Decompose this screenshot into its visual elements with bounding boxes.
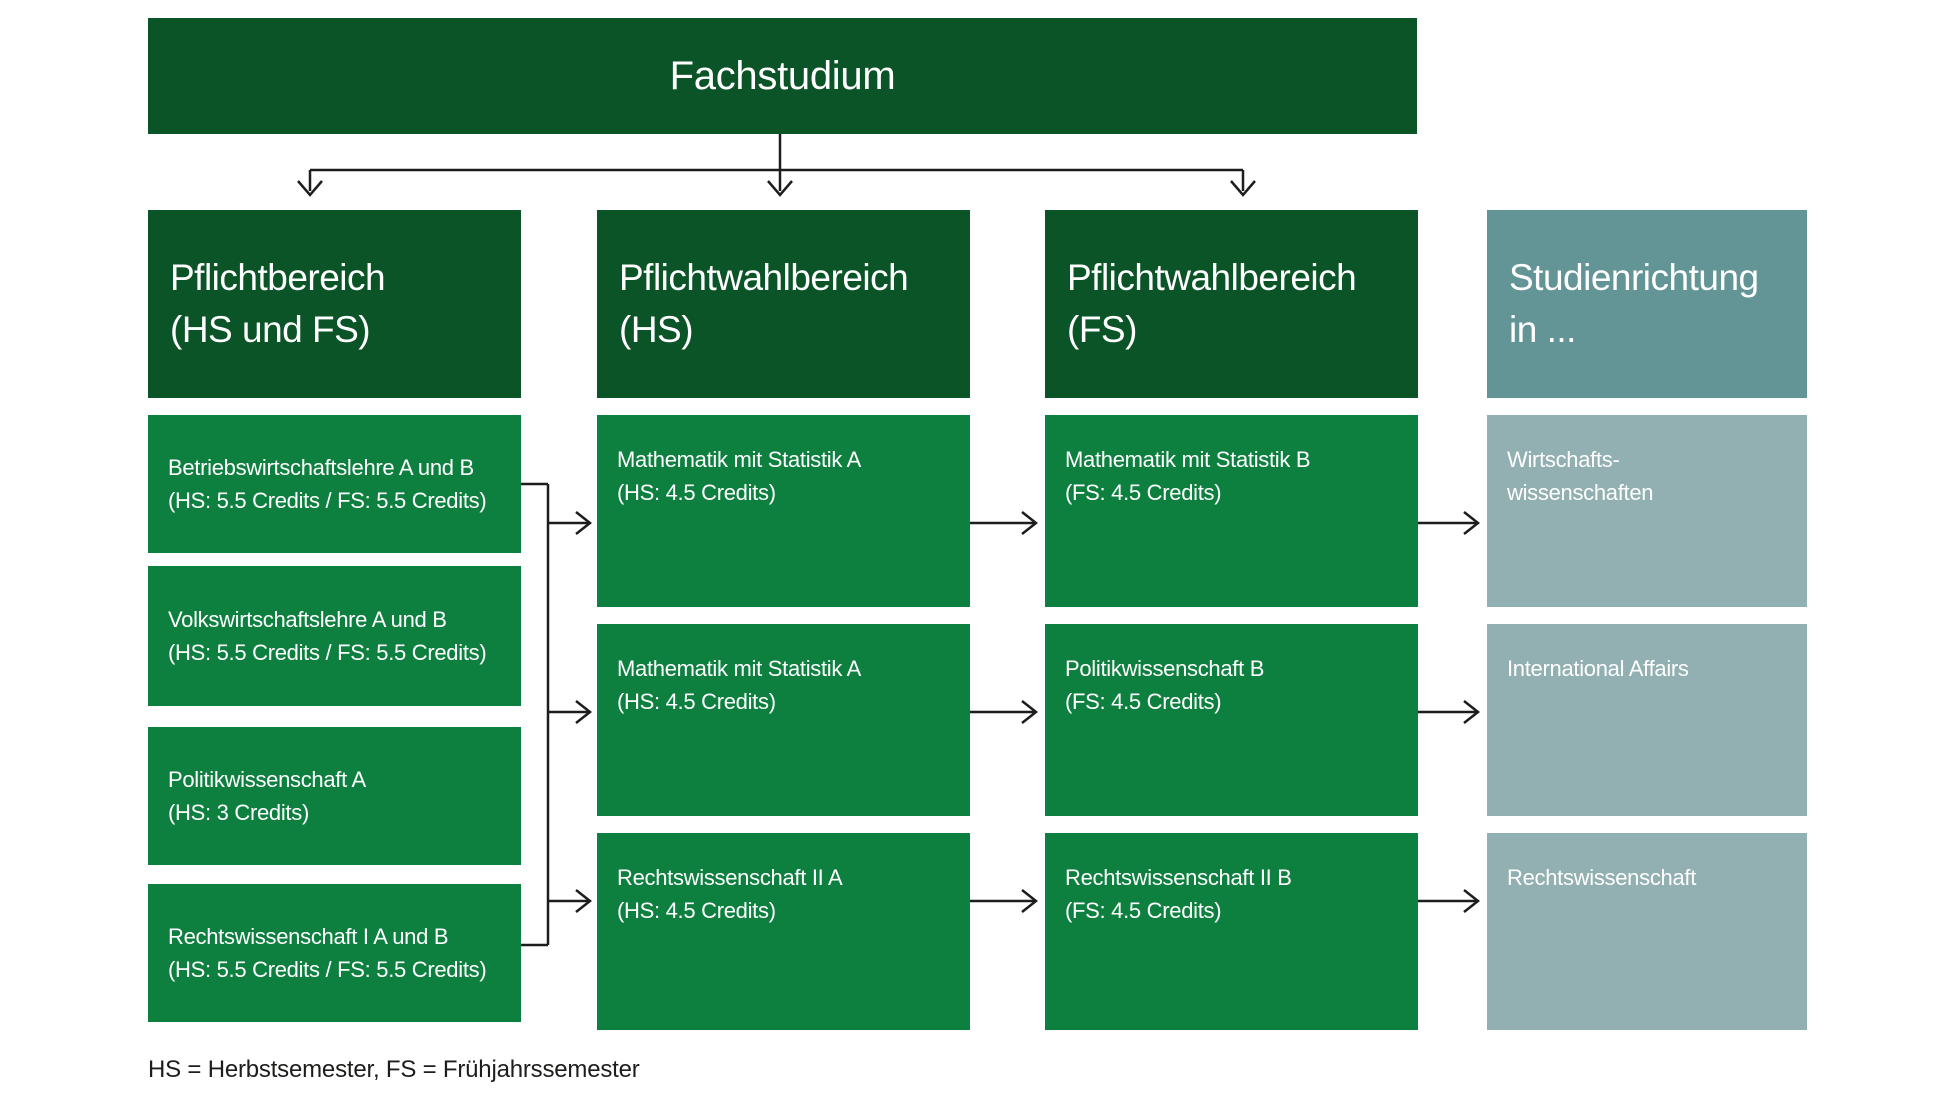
bracket-col1-to-col2 bbox=[521, 482, 593, 947]
course-title: Rechtswissenschaft I A und B bbox=[168, 924, 449, 949]
banner-label: Fachstudium bbox=[669, 53, 896, 98]
course-title: Betriebswirtschaftslehre A und B bbox=[168, 455, 474, 480]
course-credits: (HS: 4.5 Credits) bbox=[617, 898, 776, 923]
banner-fachstudium: Fachstudium bbox=[148, 18, 1417, 134]
down-arrowhead-right bbox=[1230, 180, 1256, 197]
course-title: Mathematik mit Statistik A bbox=[617, 447, 862, 472]
course-betriebswirtschaftslehre: Betriebswirtschaftslehre A und B (HS: 5.… bbox=[148, 415, 521, 553]
course-mathematik-statistik-b: Mathematik mit Statistik B (FS: 4.5 Cred… bbox=[1045, 415, 1418, 607]
course-title: Volkswirtschaftslehre A und B bbox=[168, 607, 447, 632]
header-line: (HS und FS) bbox=[170, 309, 371, 350]
right-arrowhead-col4-row1 bbox=[1463, 511, 1481, 535]
header-line: (FS) bbox=[1067, 309, 1137, 350]
course-title: Politikwissenschaft A bbox=[168, 767, 366, 792]
right-arrowhead-col2-row1 bbox=[575, 511, 593, 535]
right-arrowhead-col3-row1 bbox=[1021, 511, 1039, 535]
course-rechtswissenschaft-1: Rechtswissenschaft I A und B (HS: 5.5 Cr… bbox=[148, 884, 521, 1022]
right-arrowhead-col2-row2 bbox=[575, 700, 593, 724]
course-credits: (FS: 4.5 Credits) bbox=[1065, 689, 1222, 714]
header-studienrichtung: Studienrichtung in ... bbox=[1487, 210, 1807, 398]
course-title: Mathematik mit Statistik B bbox=[1065, 447, 1311, 472]
direction-label: Wirtschafts- bbox=[1507, 447, 1620, 472]
direction-wirtschaftswissenschaften: Wirtschafts- wissenschaften bbox=[1487, 415, 1807, 607]
course-title: Rechtswissenschaft II B bbox=[1065, 865, 1292, 890]
header-line: Studienrichtung bbox=[1509, 257, 1759, 299]
header-pflichtwahlbereich-hs: Pflichtwahlbereich (HS) bbox=[597, 210, 970, 398]
down-arrowhead-left bbox=[297, 180, 323, 197]
course-credits: (HS: 5.5 Credits / FS: 5.5 Credits) bbox=[168, 488, 487, 513]
course-credits: (FS: 4.5 Credits) bbox=[1065, 480, 1222, 505]
course-credits: (HS: 3 Credits) bbox=[168, 800, 309, 825]
direction-label: wissenschaften bbox=[1507, 480, 1654, 505]
header-pflichtwahlbereich-fs: Pflichtwahlbereich (FS) bbox=[1045, 210, 1418, 398]
legend-note: HS = Herbstsemester, FS = Frühjahrssemes… bbox=[148, 1056, 640, 1083]
course-title: Politikwissenschaft B bbox=[1065, 656, 1265, 681]
course-title: Mathematik mit Statistik A bbox=[617, 656, 862, 681]
header-line: in ... bbox=[1509, 309, 1576, 350]
course-politikwissenschaft-a: Politikwissenschaft A (HS: 3 Credits) bbox=[148, 727, 521, 865]
course-rechtswissenschaft-2b: Rechtswissenschaft II B (FS: 4.5 Credits… bbox=[1045, 833, 1418, 1030]
course-rechtswissenschaft-2a: Rechtswissenschaft II A (HS: 4.5 Credits… bbox=[597, 833, 970, 1030]
down-arrowhead-middle bbox=[767, 180, 793, 197]
direction-rechtswissenschaft: Rechtswissenschaft bbox=[1487, 833, 1807, 1030]
right-arrowhead-col2-row3 bbox=[575, 889, 593, 913]
arrows-col2-to-col3 bbox=[970, 511, 1039, 913]
header-line: Pflichtwahlbereich bbox=[1067, 257, 1357, 299]
tree-connector bbox=[297, 134, 1256, 197]
course-credits: (HS: 4.5 Credits) bbox=[617, 480, 776, 505]
header-line: Pflichtbereich bbox=[170, 257, 386, 299]
header-line: (HS) bbox=[619, 309, 694, 350]
right-arrowhead-col4-row2 bbox=[1463, 700, 1481, 724]
header-pflichtbereich: Pflichtbereich (HS und FS) bbox=[148, 210, 521, 398]
course-politikwissenschaft-b: Politikwissenschaft B (FS: 4.5 Credits) bbox=[1045, 624, 1418, 816]
direction-label: International Affairs bbox=[1507, 656, 1689, 681]
right-arrowhead-col3-row2 bbox=[1021, 700, 1039, 724]
course-title: Rechtswissenschaft II A bbox=[617, 865, 843, 890]
course-credits: (HS: 4.5 Credits) bbox=[617, 689, 776, 714]
course-mathematik-statistik-a-row2: Mathematik mit Statistik A (HS: 4.5 Cred… bbox=[597, 624, 970, 816]
direction-label: Rechtswissenschaft bbox=[1507, 865, 1697, 890]
right-arrowhead-col3-row3 bbox=[1021, 889, 1039, 913]
direction-international-affairs: International Affairs bbox=[1487, 624, 1807, 816]
arrows-col3-to-col4 bbox=[1418, 511, 1481, 913]
course-volkswirtschaftslehre: Volkswirtschaftslehre A und B (HS: 5.5 C… bbox=[148, 566, 521, 706]
course-credits: (HS: 5.5 Credits / FS: 5.5 Credits) bbox=[168, 640, 487, 665]
right-arrowhead-col4-row3 bbox=[1463, 889, 1481, 913]
course-credits: (HS: 5.5 Credits / FS: 5.5 Credits) bbox=[168, 957, 487, 982]
course-mathematik-statistik-a-row1: Mathematik mit Statistik A (HS: 4.5 Cred… bbox=[597, 415, 970, 607]
course-credits: (FS: 4.5 Credits) bbox=[1065, 898, 1222, 923]
header-line: Pflichtwahlbereich bbox=[619, 257, 909, 299]
